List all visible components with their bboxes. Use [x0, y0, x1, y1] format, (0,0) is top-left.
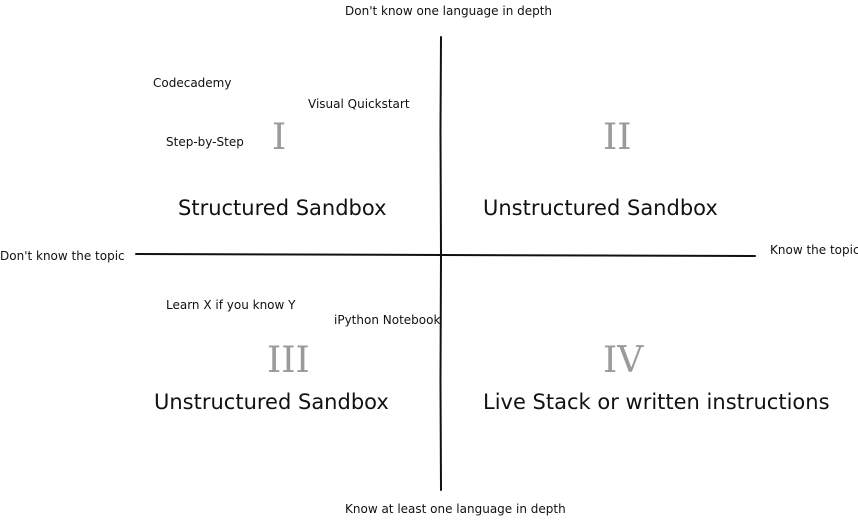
quadrant-name-i: Structured Sandbox	[178, 196, 387, 220]
example-codecademy: Codecademy	[153, 76, 232, 90]
quadrant-numeral-i: I	[272, 117, 287, 158]
axis-label-right: Know the topic	[770, 243, 858, 257]
horizontal-axis-line	[135, 253, 756, 257]
example-learn-x-if-you-know-y: Learn X if you know Y	[166, 298, 296, 312]
quadrant-name-iii: Unstructured Sandbox	[154, 390, 389, 414]
quadrant-name-ii: Unstructured Sandbox	[483, 196, 718, 220]
quadrant-numeral-iv: IV	[603, 340, 644, 381]
quadrant-numeral-ii: II	[603, 117, 632, 158]
example-step-by-step: Step-by-Step	[166, 135, 244, 149]
axis-label-left: Don't know the topic	[0, 249, 125, 263]
quadrant-name-iv: Live Stack or written instructions	[483, 390, 830, 414]
example-ipython-notebook: iPython Notebook	[334, 313, 441, 327]
vertical-axis-line	[439, 36, 443, 491]
axis-label-top: Don't know one language in depth	[345, 4, 553, 18]
example-visual-quickstart: Visual Quickstart	[308, 97, 410, 111]
axis-label-bottom: Know at least one language in depth	[345, 502, 566, 516]
quadrant-numeral-iii: III	[267, 340, 310, 381]
